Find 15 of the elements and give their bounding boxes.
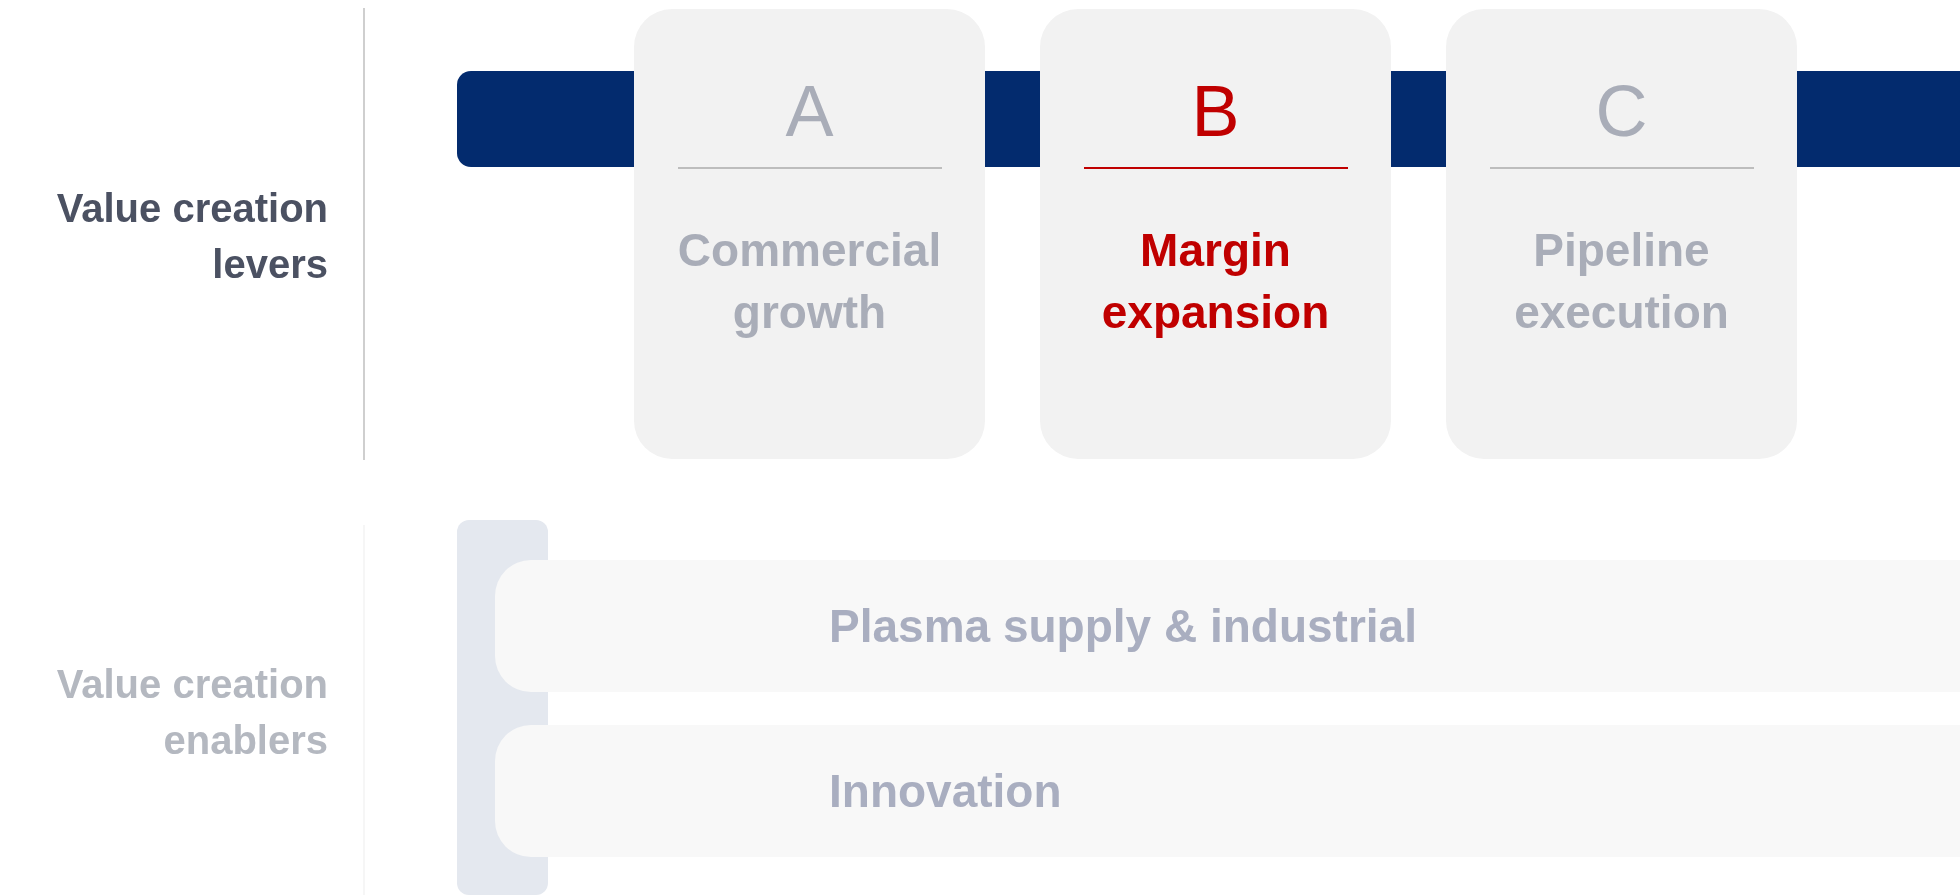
row-heading: Value creation levers [55,185,328,288]
lever-letter: B [1191,71,1240,151]
lever-letter: C [1595,71,1648,151]
enabler-band [495,560,1960,692]
lever-card [634,9,985,459]
lever-title: Pipeline execution [1513,223,1730,340]
lever-title: Margin expansion [1100,223,1331,340]
lever-card [1446,9,1797,459]
enabler-title: Plasma supply & industrial [829,598,1417,654]
enabler-title: Innovation [829,763,1062,819]
lever-card [1040,9,1391,459]
lever-title: Commercial growth [676,223,943,340]
enabler-band [495,725,1960,857]
row-heading: Value creation enablers [55,661,328,764]
lever-letter: A [785,71,834,151]
